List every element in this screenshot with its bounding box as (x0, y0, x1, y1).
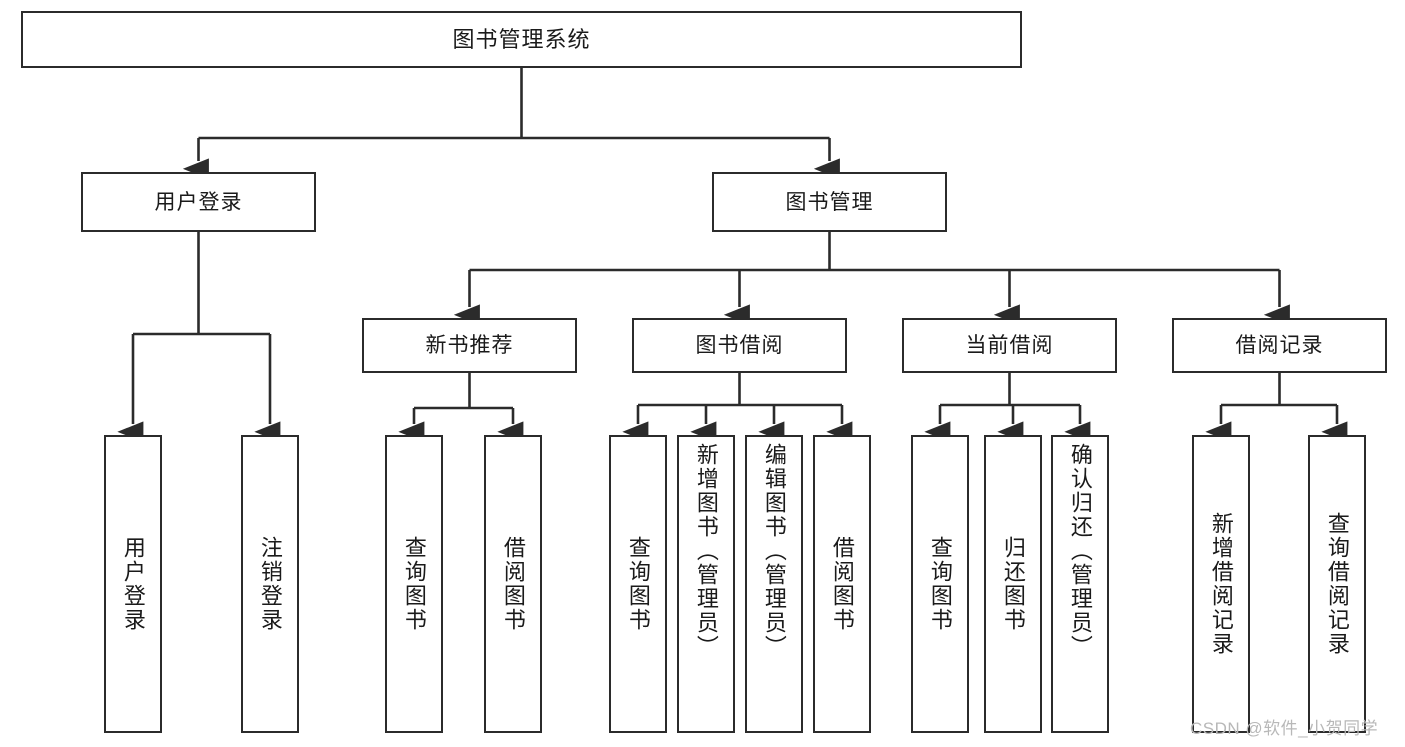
node-leaf-user-login: 用户登录 (104, 435, 162, 733)
node-label: 借阅图书 (500, 536, 526, 632)
node-label: 图书管理系统 (452, 26, 591, 52)
node-label: 图书借阅 (695, 334, 784, 357)
node-leaf-bb-borrow: 借阅图书 (813, 435, 871, 733)
node-label: 查询图书 (401, 536, 427, 632)
node-leaf-bb-query: 查询图书 (609, 435, 667, 733)
node-label: 新书推荐 (425, 334, 514, 357)
node-leaf-bb-edit: 编辑图书（管理员） (745, 435, 803, 733)
node-label: 归还图书 (1000, 536, 1026, 632)
node-label: 借阅记录 (1235, 334, 1324, 357)
node-current-borrow: 当前借阅 (902, 318, 1117, 373)
node-label: 借阅图书 (829, 536, 855, 632)
node-leaf-br-query: 查询借阅记录 (1308, 435, 1366, 733)
node-label: 查询借阅记录 (1324, 512, 1350, 656)
node-leaf-br-add: 新增借阅记录 (1192, 435, 1250, 733)
node-leaf-cb-query: 查询图书 (911, 435, 969, 733)
node-user-login: 用户登录 (81, 172, 316, 232)
node-label: 查询图书 (927, 536, 953, 632)
node-leaf-rec-borrow: 借阅图书 (484, 435, 542, 733)
node-leaf-bb-add: 新增图书（管理员） (677, 435, 735, 733)
node-new-book-rec: 新书推荐 (362, 318, 577, 373)
node-label: 用户登录 (120, 536, 146, 632)
node-leaf-rec-query: 查询图书 (385, 435, 443, 733)
node-label: 注销登录 (257, 536, 283, 632)
node-leaf-cb-confirm: 确认归还（管理员） (1051, 435, 1109, 733)
node-leaf-user-logout: 注销登录 (241, 435, 299, 733)
node-label: 编辑图书（管理员） (761, 443, 787, 659)
node-label: 新增图书（管理员） (693, 443, 719, 659)
node-borrow-record: 借阅记录 (1172, 318, 1387, 373)
node-leaf-cb-return: 归还图书 (984, 435, 1042, 733)
node-book-manage: 图书管理 (712, 172, 947, 232)
node-label: 确认归还（管理员） (1067, 443, 1093, 659)
node-root: 图书管理系统 (21, 11, 1022, 68)
node-label: 当前借阅 (965, 334, 1054, 357)
csdn-watermark: CSDN @软件_小贺同学 (1190, 719, 1379, 738)
node-label: 查询图书 (625, 536, 651, 632)
node-label: 用户登录 (154, 190, 243, 214)
node-label: 图书管理 (785, 190, 874, 214)
node-book-borrow: 图书借阅 (632, 318, 847, 373)
node-label: 新增借阅记录 (1208, 512, 1234, 656)
